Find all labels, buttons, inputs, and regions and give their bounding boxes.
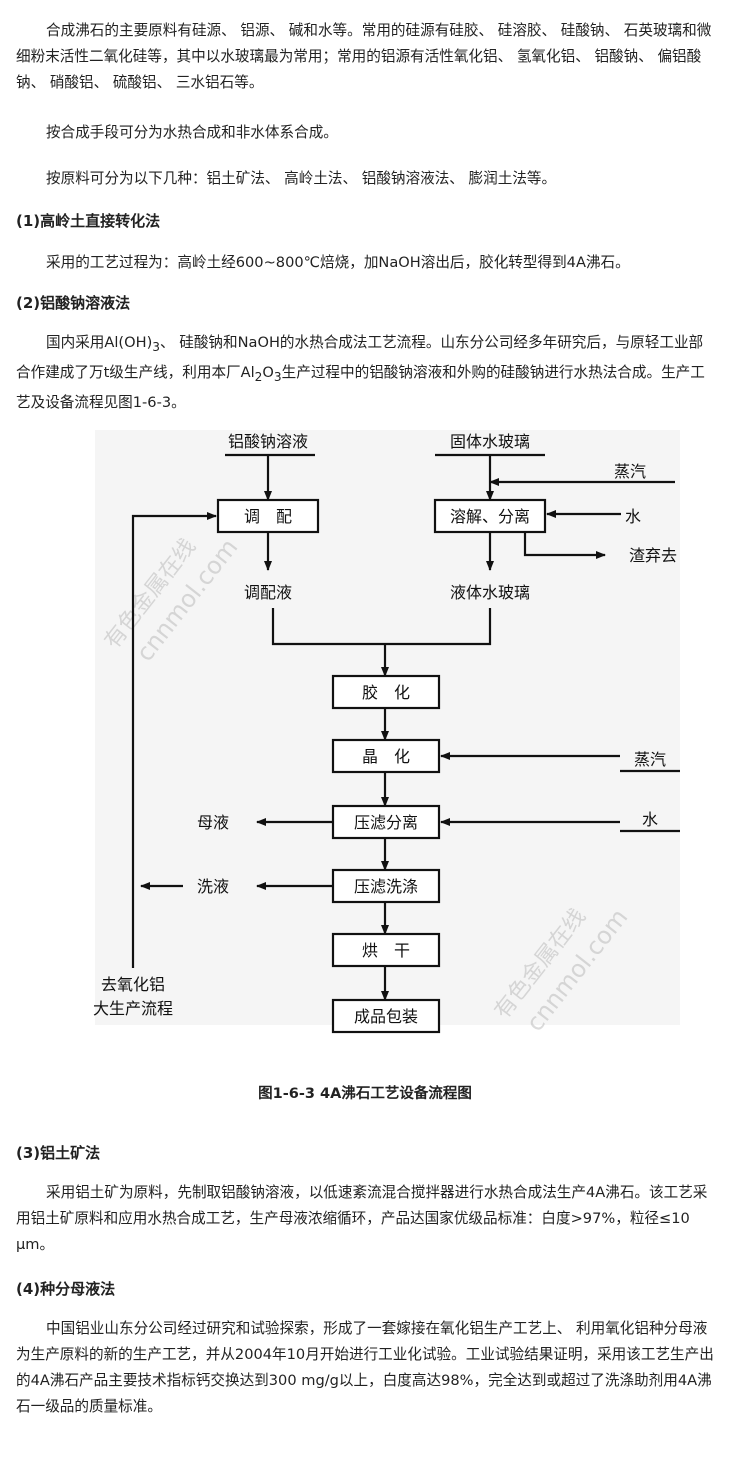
section-2-text-c: 生产过程中的铝酸钠溶液和外购的硅酸钠进行水热法合成。生产工艺及设备流程见图1-6… [16,363,705,411]
intro-paragraph: 合成沸石的主要原料有硅源、 铝源、 碱和水等。常用的硅源有硅胶、 硅溶胶、 硅酸… [16,22,712,91]
section-2-heading: (2)铝酸钠溶液法 [16,294,131,312]
label-drying: 烘 干 [362,941,410,960]
section-4-heading: (4)种分母液法 [16,1280,116,1298]
subscript-3a: 3 [152,339,160,354]
label-mix: 调 配 [244,507,292,526]
node-steam-mid: 蒸汽 [634,750,666,769]
box-filter-wash [331,868,441,904]
process-flow-diagram: 有色金属在线 cnnmol.com 有色金属在线 cnnmol.com 铝酸钠溶… [93,430,680,1037]
node-residue: 渣弃去 [629,546,677,565]
subscript-2: 2 [254,369,263,384]
node-to-alumina-2: 大生产流程 [93,999,173,1018]
label-crystallization: 晶 化 [362,747,410,766]
node-mixed-liquid: 调配液 [244,583,292,602]
label-filter-wash: 压滤洗涤 [354,877,418,896]
arrow-to-residue [523,532,606,559]
node-wash-liquor: 洗液 [197,877,229,896]
section-2-text-a: 国内采用Al(OH) [46,334,153,351]
label-filter-separate: 压滤分离 [354,813,418,832]
section-2-text-b: 、 硅酸钠和NaOH的水热合成法工艺流程。山东分公司经多年研究后，与原轻工业部合… [16,334,704,381]
box-mix [216,498,320,534]
box-drying [331,932,441,968]
subscript-3b: 3 [273,369,282,384]
node-mother-liquor: 母液 [197,813,229,832]
node-water-top: 水 [625,507,641,526]
synthesis-means-paragraph: 按合成手段可分为水热合成和非水体系合成。 [46,124,338,141]
node-water-mid: 水 [642,810,658,829]
node-to-alumina-1: 去氧化铝 [101,975,165,994]
section-1-heading: (1)高岭土直接转化法 [16,212,161,230]
section-2-text-o: O [262,363,274,381]
section-2-body: 国内采用Al(OH)3、 硅酸钠和NaOH的水热合成法工艺流程。山东分公司经多年… [16,330,716,416]
recycle-line [131,512,217,968]
node-solid-water-glass: 固体水玻璃 [450,432,530,451]
box-packaging [331,998,441,1034]
section-1-body: 采用的工艺过程为：高岭土经600~800℃焙烧，加NaOH溶出后，胶化转型得到4… [46,254,630,271]
node-sodium-aluminate: 铝酸钠溶液 [228,432,308,451]
label-gelation: 胶 化 [362,683,410,702]
node-liquid-water-glass: 液体水玻璃 [450,583,530,602]
merge-line [271,608,492,646]
section-3-heading: (3)铝土矿法 [16,1144,101,1162]
section-4-body: 中国铝业山东分公司经过研究和试验探索，形成了一套嫁接在氧化铝生产工艺上、 利用氧… [16,1320,714,1415]
raw-materials-paragraph: 按原料可分为以下几种：铝土矿法、 高岭土法、 铝酸钠溶液法、 膨润土法等。 [46,170,557,187]
label-dissolve-separate: 溶解、分离 [450,507,530,526]
section-3-body: 采用铝土矿为原料，先制取铝酸钠溶液，以低速紊流混合搅拌器进行水热合成法生产4A沸… [16,1184,708,1253]
node-steam-top: 蒸汽 [614,462,646,481]
figure-caption: 图1-6-3 4A沸石工艺设备流程图 [258,1086,472,1102]
label-packaging: 成品包装 [354,1007,418,1026]
